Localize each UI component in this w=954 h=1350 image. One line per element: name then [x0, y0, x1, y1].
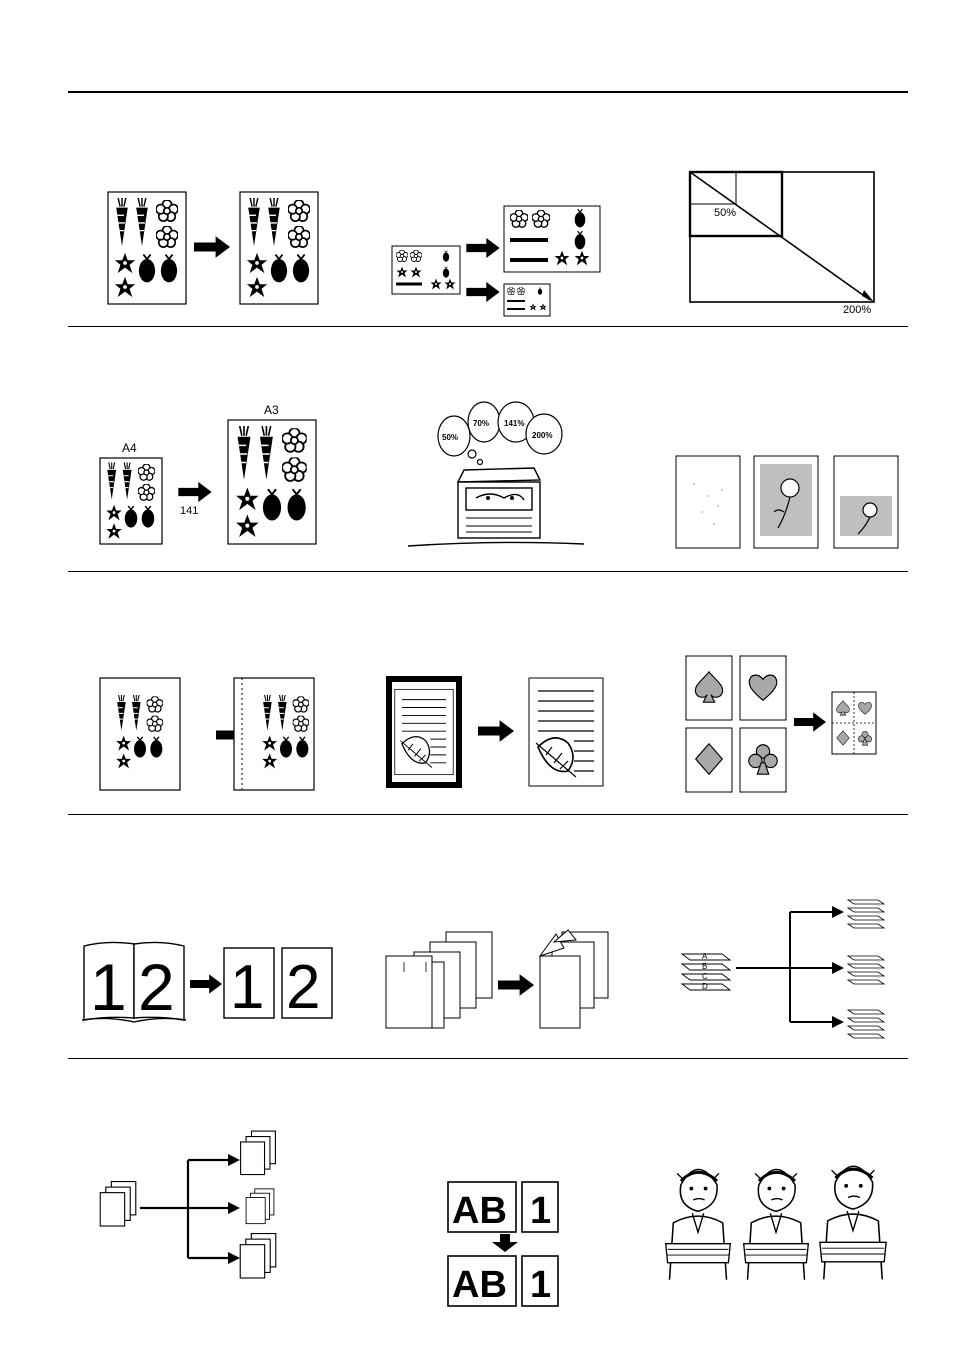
stack-letter-b: B [702, 962, 707, 971]
book-left-page-number: 1 [90, 950, 127, 1024]
paper-size-enlarge-figure: A4 141 A3 [99, 403, 317, 545]
bubble-2: 70% [473, 419, 489, 428]
single-text-bottom: 1 [530, 1264, 551, 1306]
bubble-3: 141% [504, 419, 524, 428]
full-size-copy-figure [107, 191, 319, 305]
margin-shift-figure [99, 677, 315, 791]
border-erase-figure [386, 676, 604, 788]
combined-text-bottom: AB [452, 1264, 507, 1306]
divider-row1 [68, 326, 908, 327]
stack-letter-c: C [702, 972, 708, 981]
group-copy-figure [99, 1130, 277, 1279]
book-right-page-number: 2 [138, 950, 175, 1024]
reduce-enlarge-figure [391, 205, 601, 317]
duplex-copy-figure [385, 929, 609, 1029]
zoom-end-label: 200% [843, 304, 871, 316]
top-rule [68, 91, 908, 93]
sort-copy-figure: A B C D [680, 899, 886, 1039]
copier-zoom-figure: 50% 70% 141% 200% [407, 401, 585, 547]
stack-letter-d: D [702, 982, 708, 991]
divider-row3 [68, 814, 908, 815]
combine-copy-figure [685, 655, 877, 793]
image-mode-figure [675, 455, 899, 549]
zoom-range-figure: 50% 200% [688, 170, 875, 316]
bubble-1: 50% [442, 433, 458, 442]
book-split-figure: 1 2 1 2 [81, 941, 333, 1024]
bubble-4: 200% [532, 431, 552, 440]
size-to-label: A3 [264, 403, 279, 417]
divider-row2 [68, 571, 908, 572]
staff-illustration [664, 1164, 888, 1282]
divider-row4 [68, 1058, 908, 1059]
stack-letter-a: A [702, 952, 708, 961]
size-from-label: A4 [122, 441, 137, 455]
overlay-copy-figure: AB 1 AB 1 [447, 1181, 559, 1307]
ratio-label: 141 [180, 505, 198, 517]
split-left-page-number: 1 [230, 953, 264, 1022]
combined-text-top: AB [452, 1190, 507, 1232]
zoom-start-label: 50% [714, 207, 736, 219]
single-text-top: 1 [530, 1190, 551, 1232]
split-right-page-number: 2 [286, 953, 320, 1022]
